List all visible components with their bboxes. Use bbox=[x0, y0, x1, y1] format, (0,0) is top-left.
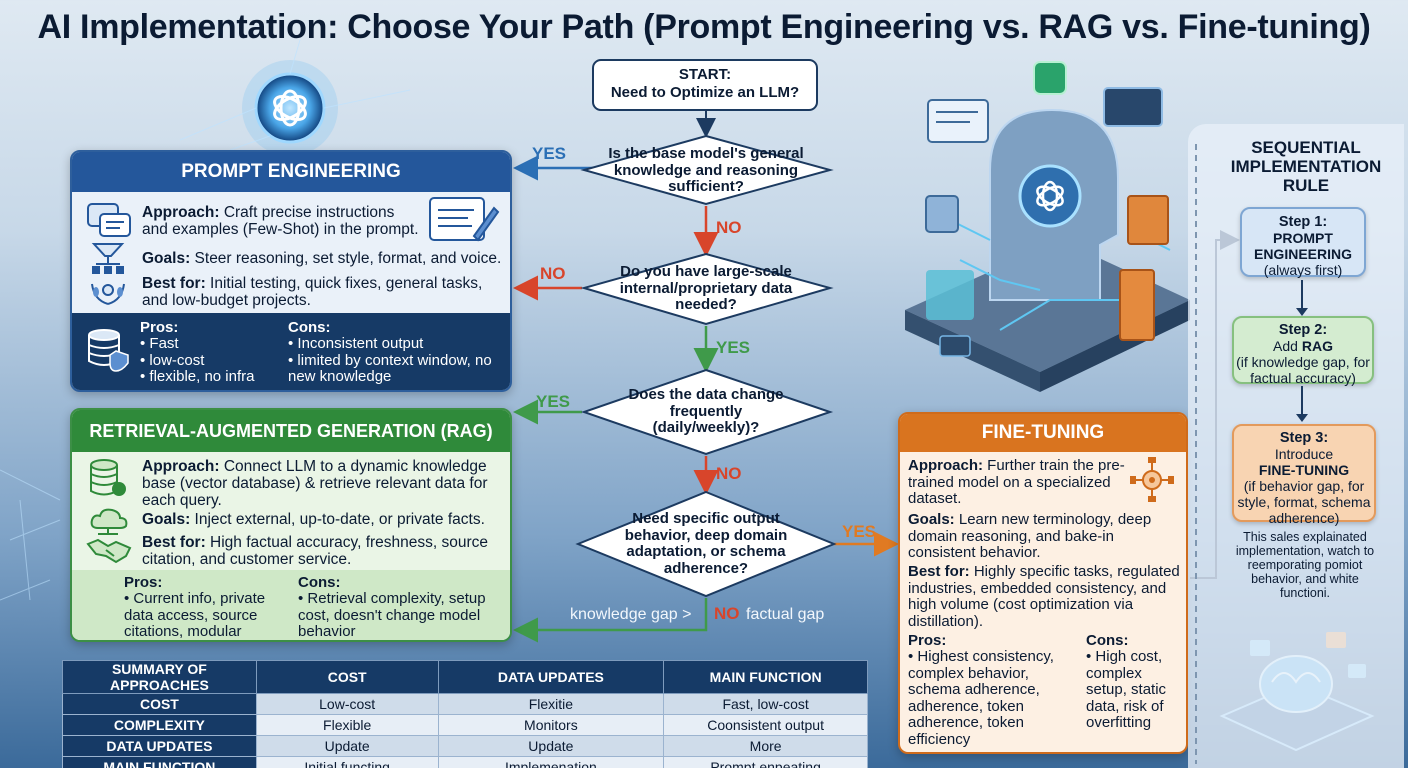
network-decoration bbox=[0, 469, 61, 601]
sequential-divider bbox=[1195, 144, 1197, 764]
openai-logo-icon bbox=[179, 39, 411, 156]
diamond-q3 bbox=[580, 368, 834, 456]
factual-gap-label: factual gap bbox=[746, 606, 825, 623]
pe-cons: Cons: Inconsistent output limited by con… bbox=[288, 319, 508, 386]
step-arrows bbox=[1296, 280, 1308, 422]
pe-title: PROMPT ENGINEERING bbox=[72, 152, 510, 192]
table-cell: Update bbox=[437, 735, 665, 757]
diamond-q2 bbox=[580, 252, 834, 326]
rag-approach: Approach: Connect LLM to a dynamic knowl… bbox=[142, 458, 488, 509]
ft-best: Best for: Highly specific tasks, regulat… bbox=[908, 563, 1180, 630]
arrow-q4-no bbox=[513, 598, 708, 643]
row-header-cell: COST bbox=[62, 693, 257, 715]
q4-no-label: NO bbox=[714, 604, 740, 623]
sequential-title: SEQUENTIAL IMPLEMENTATION RULE bbox=[1230, 138, 1382, 195]
q4-text: Need specific output behavior, deep doma… bbox=[624, 510, 788, 577]
ft-cons: Cons: High cost, complex setup, static d… bbox=[1086, 632, 1186, 732]
summary-table: SUMMARY OF APPROACHES COST DATA UPDATES … bbox=[62, 660, 868, 768]
fine-tuning-panel: FINE-TUNING Approach: Further train the … bbox=[898, 412, 1188, 754]
database-shield-icon bbox=[88, 329, 129, 372]
q1-text: Is the base model's general knowledge an… bbox=[608, 145, 804, 195]
cloud-network-icon bbox=[90, 508, 128, 535]
table-cell: Initial functing bbox=[255, 756, 439, 768]
start-text: START: Need to Optimize an LLM? bbox=[610, 66, 800, 101]
summary-header-cell: COST bbox=[255, 660, 439, 694]
gear-network-icon bbox=[1130, 457, 1174, 502]
rag-best: Best for: High factual accuracy, freshne… bbox=[142, 534, 489, 568]
rag-title: RETRIEVAL-AUGMENTED GENERATION (RAG) bbox=[72, 410, 510, 452]
pe-pro-item: flexible, no infra bbox=[140, 368, 280, 386]
diamond-q4 bbox=[575, 490, 837, 598]
q3-text: Does the data change frequently (daily/w… bbox=[628, 386, 784, 436]
pe-pros: Pros: Fast low-cost flexible, no infra bbox=[140, 319, 280, 386]
pe-proscons: Pros: Fast low-cost flexible, no infra C… bbox=[72, 313, 510, 390]
pe-pro-item: low-cost bbox=[140, 352, 280, 370]
table-cell: Coonsistent output bbox=[663, 714, 868, 736]
prompt-editor-icon bbox=[429, 197, 500, 242]
laurel-icon bbox=[91, 283, 125, 305]
rag-pros: Pros: Current info, private data access,… bbox=[124, 574, 294, 640]
q1-no-label: NO bbox=[716, 218, 742, 237]
step2-card: Step 2: Add RAG (if knowledge gap, for f… bbox=[1232, 316, 1374, 386]
pe-pro-item: Fast bbox=[140, 335, 280, 353]
table-row: COST Low-cost Flexitie Fast, low-cost bbox=[62, 693, 868, 715]
pe-best: Best for: Initial testing, quick fixes, … bbox=[142, 275, 483, 309]
ft-pros: Pros: Highest consistency, complex behav… bbox=[908, 632, 1076, 748]
q2-yes-label: YES bbox=[716, 338, 751, 357]
database-icon bbox=[90, 459, 126, 496]
q2-no-label: NO bbox=[540, 264, 566, 283]
table-cell: Fast, low-cost bbox=[663, 693, 868, 715]
table-row: DATA UPDATES Update Update More bbox=[62, 735, 868, 757]
summary-header-row: SUMMARY OF APPROACHES COST DATA UPDATES … bbox=[62, 660, 868, 694]
table-row: MAIN FUNCTION Initial functing Implemena… bbox=[62, 756, 868, 768]
table-cell: Flexible bbox=[255, 714, 439, 736]
q3-yes-label: YES bbox=[536, 392, 571, 411]
table-cell: Flexitie bbox=[437, 693, 665, 715]
handshake-icon bbox=[86, 538, 132, 564]
pe-approach: Approach: Craft precise instructions and… bbox=[142, 204, 419, 238]
rag-goals: Goals: Inject external, up-to-date, or p… bbox=[142, 511, 485, 528]
table-cell: Update bbox=[255, 735, 439, 757]
row-header-cell: COMPLEXITY bbox=[62, 714, 257, 736]
q3-no-label: NO bbox=[716, 464, 742, 483]
summary-header-cell: MAIN FUNCTION bbox=[663, 660, 868, 694]
rag-cons: Cons: Retrieval complexity, setup cost, … bbox=[298, 574, 510, 640]
sequential-footnote: This sales explainated implementation, w… bbox=[1235, 530, 1375, 600]
rag-panel: RETRIEVAL-AUGMENTED GENERATION (RAG) App… bbox=[70, 408, 512, 642]
step3-card: Step 3: Introduce FINE-TUNING (if behavi… bbox=[1232, 424, 1376, 526]
diamond-q1 bbox=[580, 134, 834, 206]
ft-con-item: High cost, complex setup, static data, r… bbox=[1086, 648, 1186, 732]
funnel-hierarchy-icon bbox=[91, 243, 125, 274]
table-cell: Monitors bbox=[437, 714, 665, 736]
q2-text: Do you have large-scale internal/proprie… bbox=[619, 263, 793, 313]
prompt-engineering-panel: PROMPT ENGINEERING Approach: Craft preci… bbox=[70, 150, 512, 392]
table-cell: Low-cost bbox=[255, 693, 439, 715]
table-row: COMPLEXITY Flexible Monitors Coonsistent… bbox=[62, 714, 868, 736]
ft-goals: Goals: Learn new terminology, deep domai… bbox=[908, 511, 1152, 561]
summary-header-cell: SUMMARY OF APPROACHES bbox=[62, 660, 257, 694]
ai-head-illustration-icon bbox=[905, 61, 1190, 392]
page-title: AI Implementation: Choose Your Path (Pro… bbox=[37, 8, 1371, 46]
ft-title: FINE-TUNING bbox=[900, 414, 1186, 452]
pe-con-item: Inconsistent output bbox=[288, 335, 508, 353]
ft-pro-item: Highest consistency, complex behavior, s… bbox=[908, 648, 1076, 748]
summary-header-cell: DATA UPDATES bbox=[437, 660, 665, 694]
ft-approach: Approach: Further train the pre-trained … bbox=[908, 457, 1125, 507]
row-header-cell: MAIN FUNCTION bbox=[62, 756, 257, 768]
rag-proscons: Pros: Current info, private data access,… bbox=[72, 570, 510, 640]
start-box bbox=[592, 59, 818, 111]
row-header-cell: DATA UPDATES bbox=[62, 735, 257, 757]
step1-card: Step 1: PROMPT ENGINEERING (always first… bbox=[1240, 207, 1366, 278]
table-cell: Prompt enpeating bbox=[663, 756, 868, 768]
q1-yes-label: YES bbox=[532, 144, 567, 163]
pe-goals: Goals: Steer reasoning, set style, forma… bbox=[142, 250, 502, 267]
q4-yes-label: YES bbox=[842, 522, 877, 541]
rag-con-item: Retrieval complexity, setup cost, doesn'… bbox=[298, 590, 510, 640]
knowledge-gap-label: knowledge gap > bbox=[570, 606, 692, 623]
chat-bubbles-icon bbox=[87, 203, 131, 237]
table-cell: Implemenation bbox=[437, 756, 665, 768]
table-cell: More bbox=[663, 735, 868, 757]
rag-pro-item: Current info, private data access, sourc… bbox=[124, 590, 294, 640]
pe-con-item: limited by context window, no new knowle… bbox=[288, 352, 508, 386]
